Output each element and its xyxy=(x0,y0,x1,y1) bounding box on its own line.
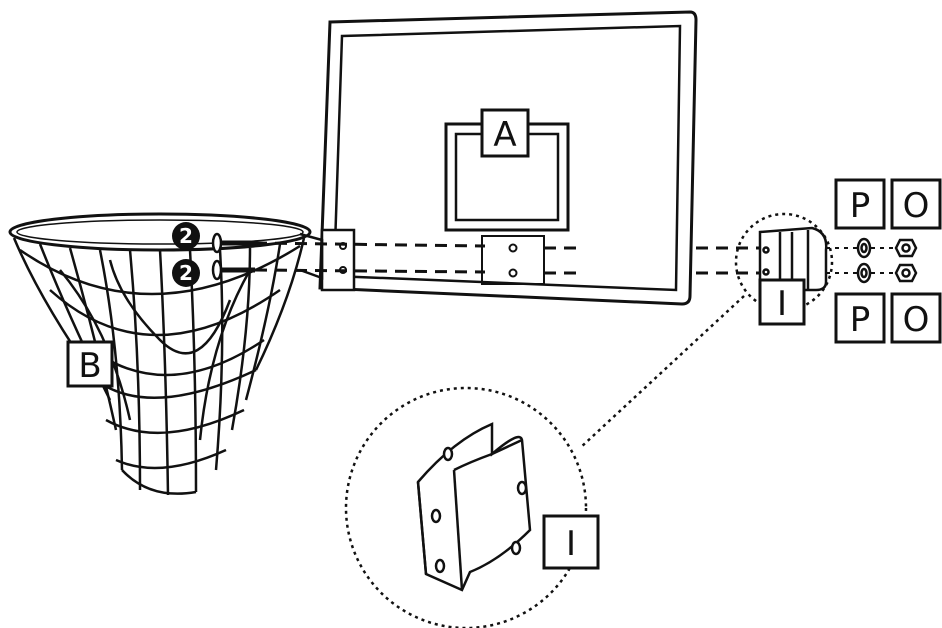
svg-text:I: I xyxy=(777,284,787,324)
bracket-detail xyxy=(416,422,532,592)
nut-bottom xyxy=(894,263,918,283)
bolt-paths xyxy=(254,241,760,275)
svg-text:P: P xyxy=(850,186,871,226)
label-bracket-detail: I xyxy=(542,514,600,570)
backboard xyxy=(318,10,698,306)
bolt-quantity-badge-top: 2 xyxy=(172,222,200,250)
svg-text:2: 2 xyxy=(179,224,193,248)
rim-and-net xyxy=(8,212,324,496)
svg-text:2: 2 xyxy=(179,261,193,285)
label-washer-bottom: P xyxy=(834,292,886,344)
svg-text:B: B xyxy=(78,346,101,386)
svg-text:P: P xyxy=(850,300,871,340)
svg-text:I: I xyxy=(566,524,576,564)
washer-top xyxy=(856,237,872,259)
svg-text:A: A xyxy=(493,115,516,155)
bolt-bottom xyxy=(211,259,255,281)
label-rim: B xyxy=(66,340,114,388)
detail-callout xyxy=(344,212,834,628)
svg-text:O: O xyxy=(903,300,930,340)
bolt-quantity-badge-bottom: 2 xyxy=(172,259,200,287)
label-nut-top: O xyxy=(890,178,942,230)
bolt-top xyxy=(211,232,255,254)
label-bracket: I xyxy=(758,278,806,326)
bracket-small xyxy=(758,226,828,292)
svg-text:O: O xyxy=(903,186,930,226)
label-nut-bottom: O xyxy=(890,292,942,344)
label-backboard: A xyxy=(480,108,530,158)
nut-top xyxy=(894,238,918,258)
label-washer-top: P xyxy=(834,178,886,230)
washer-bottom xyxy=(856,262,872,284)
